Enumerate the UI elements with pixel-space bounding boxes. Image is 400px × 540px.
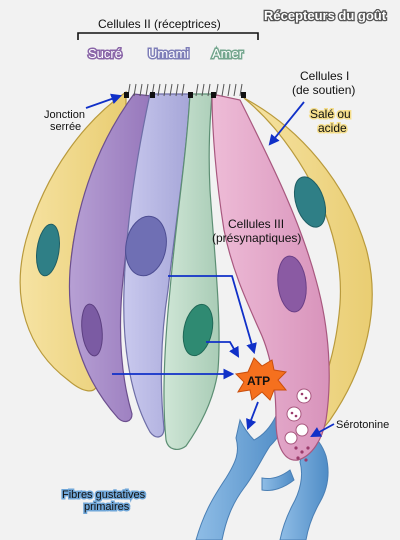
sweet-cell-nucleus xyxy=(81,303,103,357)
microvilli xyxy=(127,83,243,97)
bitter-label: Amer xyxy=(212,46,244,61)
bitter-receptor-cell xyxy=(163,93,220,450)
receptor-cells-bracket xyxy=(77,32,259,40)
presynaptic-label-line2: (présynaptiques) xyxy=(212,231,301,245)
atp-burst xyxy=(234,357,288,401)
diagram-title: Récepteurs du goût xyxy=(264,8,387,23)
salty-sour-label-line2: acide xyxy=(318,121,347,135)
signal-arrows xyxy=(85,93,335,438)
arrow-bitter-to-atp xyxy=(206,341,240,358)
bitter-cell-nucleus xyxy=(182,303,214,357)
support-cells-label-line2: (de soutien) xyxy=(292,83,355,97)
arrow-serotonin-pointer xyxy=(310,423,335,438)
serotonin-vesicles xyxy=(284,388,312,462)
arrow-support-pointer xyxy=(268,101,305,146)
support-cell-left-nucleus xyxy=(36,223,60,277)
arrow-atp-to-fiber xyxy=(246,401,259,431)
nerve-fiber-left xyxy=(195,415,287,540)
tight-junctions xyxy=(124,92,246,98)
support-cell-right-nucleus xyxy=(293,176,327,228)
umami-cell-nucleus xyxy=(125,215,167,277)
presynaptic-cell-nucleus xyxy=(277,255,307,313)
presynaptic-label-line1: Cellules III xyxy=(228,217,284,231)
arrow-junction-pointer xyxy=(85,93,123,109)
umami-label: Umami xyxy=(148,46,189,61)
tight-junction-label-line2: serrée xyxy=(50,121,81,133)
tight-junction-label-line1: Jonction xyxy=(44,109,85,121)
nerve-fibers xyxy=(195,415,329,540)
salty-sour-label-line1: Salé ou xyxy=(310,107,351,121)
sweet-label: Sucré xyxy=(88,46,122,61)
atp-label: ATP xyxy=(247,374,270,388)
nerve-fiber-branch xyxy=(261,469,295,491)
support-cells-label-line1: Cellules I xyxy=(300,69,349,83)
afferent-fibers-label-line1: Fibres gustatives xyxy=(62,489,146,501)
presynaptic-cell xyxy=(211,93,330,461)
receptor-cells-label: Cellules II (réceptrices) xyxy=(98,17,221,31)
arrow-umami-to-atp xyxy=(168,275,257,355)
afferent-fibers-label-line2: primaires xyxy=(84,501,130,513)
serotonin-label: Sérotonine xyxy=(336,419,389,431)
